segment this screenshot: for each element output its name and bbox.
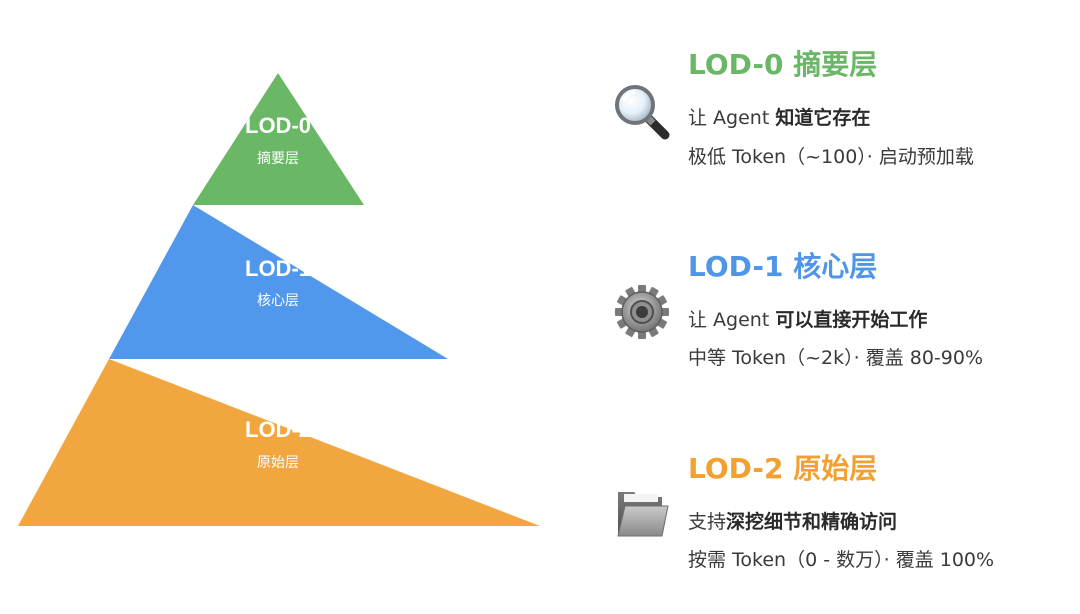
pyramid-layer-lod-2 <box>18 359 540 526</box>
legend-description-emphasis: 深挖细节和精确访问 <box>726 511 898 533</box>
pyramid-layer-lod-1 <box>109 205 448 359</box>
legend-meta-lod-0: 极低 Token（~100）· 启动预加载 <box>688 146 974 168</box>
pyramid-sublabel-lod-0: 摘要层 <box>257 150 299 167</box>
legend-meta-lod-2: 按需 Token（0 - 数万）· 覆盖 100% <box>688 549 995 571</box>
folder-icon <box>612 482 672 542</box>
magnifying-glass-icon <box>612 82 672 142</box>
legend-description-lod-2: 支持深挖细节和精确访问 <box>688 510 897 534</box>
legend-description-text: 支持 <box>688 511 727 533</box>
legend-description-lod-1: 让 Agent 可以直接开始工作 <box>688 308 927 332</box>
legend-description-text: 让 Agent <box>688 309 776 331</box>
legend-item-lod-0: LOD-0 摘要层 让 Agent 知道它存在 极低 Token（~100）· … <box>612 48 1052 198</box>
lod-pyramid: LOD-0 摘要层 LOD-1 核心层 LOD-2 原始层 <box>18 73 540 526</box>
legend-title-lod-2: LOD-2 原始层 <box>688 452 878 485</box>
legend-item-lod-1: LOD-1 核心层 让 Agent 可以直接开始工作 中等 Token（~2k）… <box>612 250 1052 400</box>
pyramid-label-lod-2: LOD-2 <box>245 417 311 442</box>
gear-icon <box>612 280 672 340</box>
legend-description-lod-0: 让 Agent 知道它存在 <box>688 106 870 130</box>
legend-meta-lod-1: 中等 Token（~2k）· 覆盖 80-90% <box>688 347 983 369</box>
pyramid-sublabel-lod-1: 核心层 <box>257 293 299 309</box>
legend-description-emphasis: 可以直接开始工作 <box>775 309 928 331</box>
legend-title-lod-0: LOD-0 摘要层 <box>688 48 878 81</box>
legend-title-lod-1: LOD-1 核心层 <box>688 250 878 283</box>
pyramid-label-lod-0: LOD-0 <box>245 113 311 138</box>
legend-description-emphasis: 知道它存在 <box>775 107 871 129</box>
legend-item-lod-2: LOD-2 原始层 支持深挖细节和精确访问 按需 Token（0 - 数万）· … <box>612 452 1052 602</box>
legend-description-text: 让 Agent <box>688 107 776 129</box>
pyramid-sublabel-lod-2: 原始层 <box>257 455 299 471</box>
pyramid-layer-lod-0 <box>193 73 364 205</box>
pyramid-label-lod-1: LOD-1 <box>245 256 311 281</box>
